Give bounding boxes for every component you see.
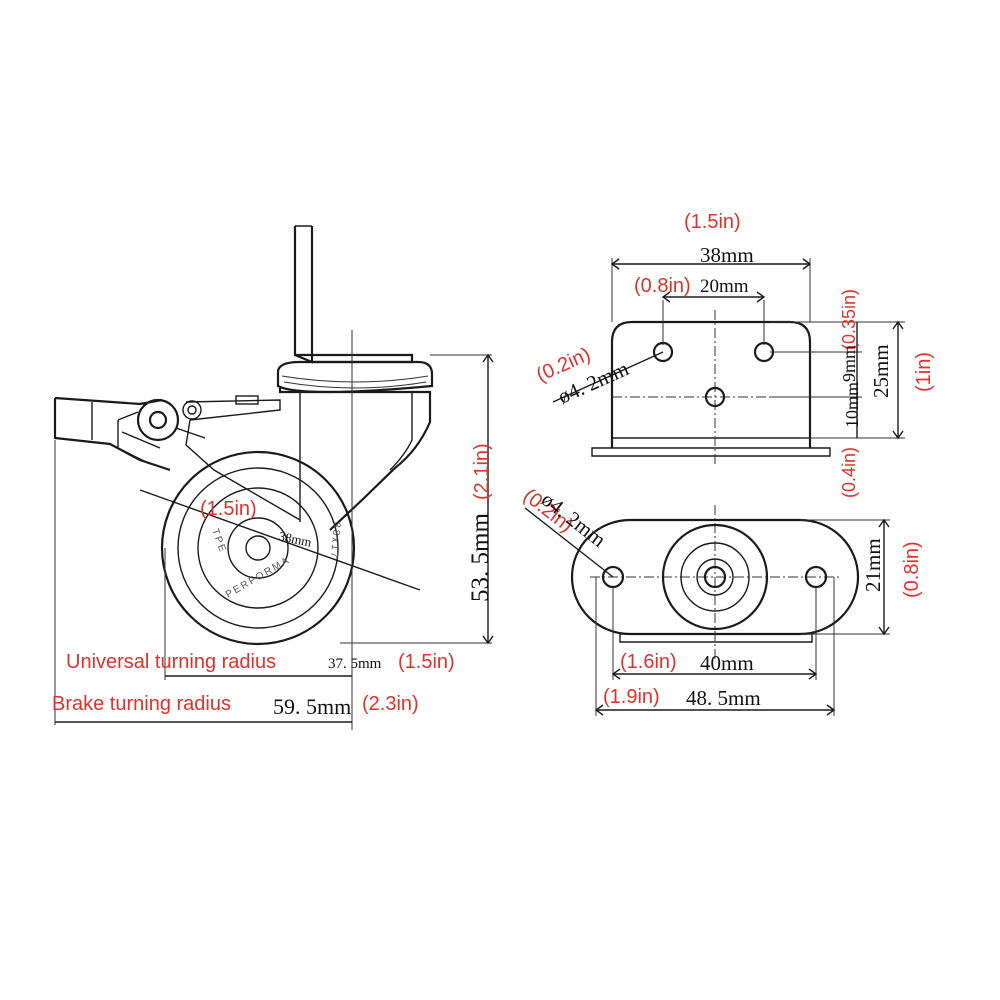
top-hole-spacing-mm: 20mm — [700, 276, 749, 297]
top-depth-in: (1in) — [913, 352, 935, 392]
top-width-mm: 38mm — [700, 243, 754, 267]
wheel-text-top: TPE — [209, 527, 228, 555]
bottom-hole-spacing-in: (1.6in) — [620, 651, 677, 673]
top-offset-in: (0.35in) — [839, 289, 859, 350]
universal-turning-label: Universal turning radius — [66, 651, 276, 673]
side-wheel-diameter-mm: 38mm — [277, 528, 313, 550]
side-view-drawing: (1.5in) 38mm TPE PERFORMA 38x17 53. 5mm … — [52, 225, 494, 730]
universal-turning-mm: 37. 5mm — [328, 656, 382, 672]
bottom-length-in: (1.9in) — [603, 686, 660, 708]
top-width-in: (1.5in) — [684, 211, 741, 233]
side-height-mm: 53. 5mm — [467, 513, 494, 602]
brake-turning-mm: 59. 5mm — [273, 694, 351, 719]
universal-turning-in: (1.5in) — [398, 651, 455, 673]
side-height-in: (2.1in) — [471, 443, 493, 500]
brake-turning-label: Brake turning radius — [52, 693, 231, 715]
bottom-height-mm: 21mm — [861, 538, 885, 592]
top-depth-mm: 25mm — [869, 344, 893, 398]
top-inner-in: (0.4in) — [839, 447, 859, 498]
top-offset-mm: 9mm — [839, 345, 859, 382]
bottom-height-in: (0.8in) — [901, 541, 923, 598]
top-inner-mm: 10mm — [842, 382, 862, 428]
wheel-text-mid: PERFORMA — [224, 555, 292, 601]
bottom-length-mm: 48. 5mm — [686, 686, 761, 710]
wheel-text-right: 38x17 — [328, 522, 342, 560]
top-plate-drawing: (1.5in) 38mm (0.8in) 20mm (0.2in) ø4. 2m… — [533, 211, 935, 498]
side-wheel-diameter-in: (1.5in) — [200, 498, 257, 520]
top-hole-spacing-in: (0.8in) — [634, 275, 691, 297]
brake-turning-in: (2.3in) — [362, 693, 419, 715]
bottom-plate-drawing: (0.2in) ø4. 2mm 21mm (0.8in) (1.6in) 40m… — [519, 485, 923, 716]
bottom-hole-spacing-mm: 40mm — [700, 651, 754, 675]
